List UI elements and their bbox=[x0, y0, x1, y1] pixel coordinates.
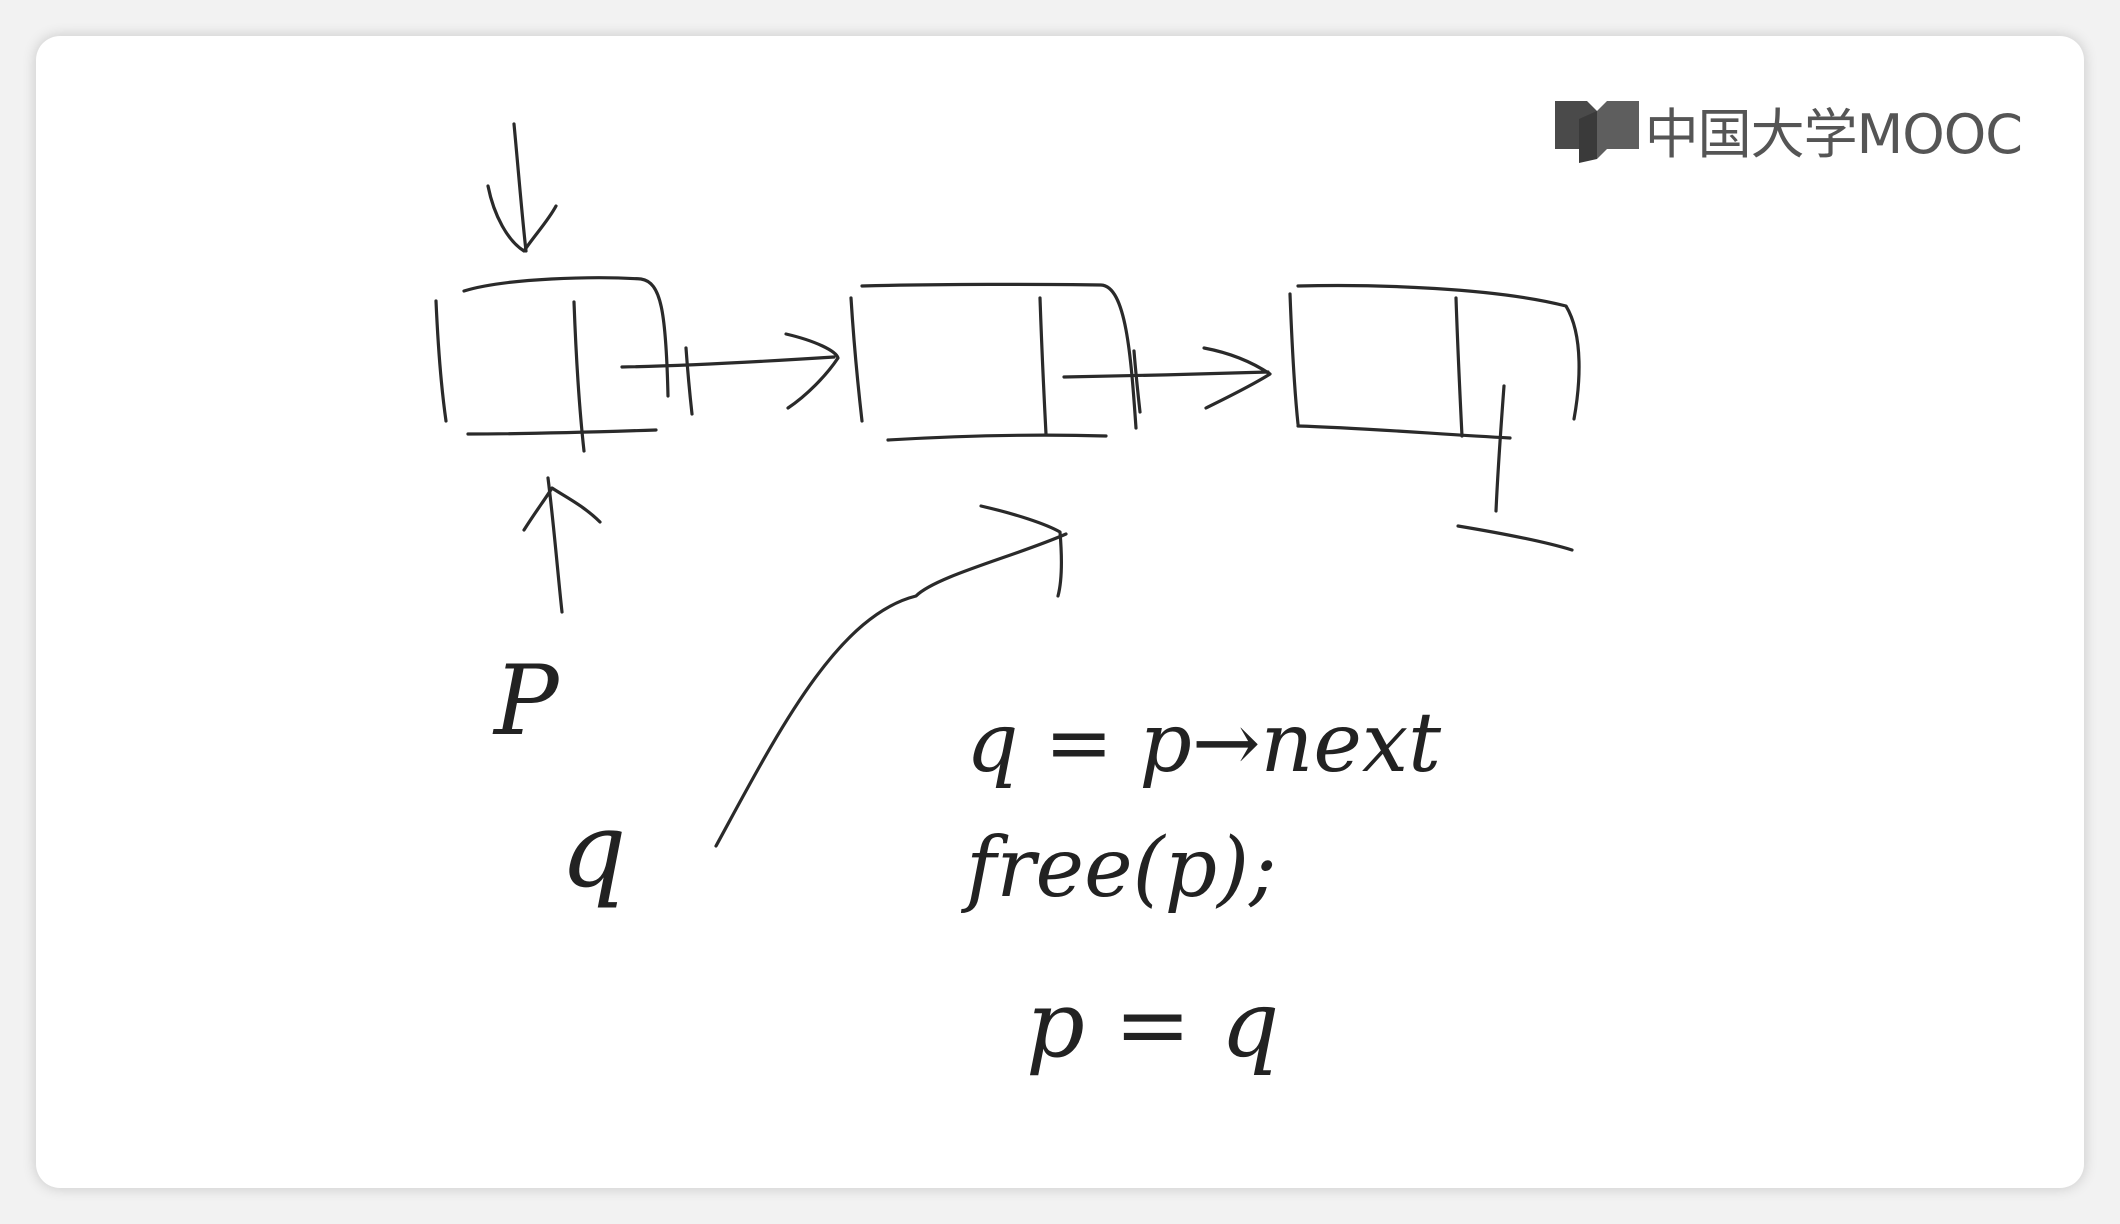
pointer-q-label: q bbox=[560, 789, 627, 911]
brand-name: 中国大学MOOC bbox=[1644, 103, 2023, 166]
p-arrow bbox=[522, 476, 602, 614]
linked-list-diagram: P q q = p→next free(p); p = q bbox=[434, 122, 1581, 1078]
null-ground-symbol bbox=[1456, 384, 1574, 552]
code-line-3: p = q bbox=[1026, 971, 1279, 1078]
code-line-1: q = p→next bbox=[966, 696, 1442, 791]
head-arrow bbox=[486, 122, 558, 253]
node-2 bbox=[849, 282, 1138, 442]
open-book-icon bbox=[1554, 100, 1639, 163]
next-arrow-2 bbox=[1062, 346, 1272, 414]
code-line-2: free(p); bbox=[960, 821, 1277, 916]
node-3 bbox=[1288, 283, 1581, 440]
node-1 bbox=[434, 276, 670, 453]
brand-logo: 中国大学MOOC bbox=[1554, 90, 2023, 169]
q-arrow bbox=[714, 504, 1068, 848]
pointer-p-label: P bbox=[492, 645, 560, 757]
whiteboard-frame: P q q = p→next free(p); p = q 中国大学MOOC bbox=[36, 36, 2084, 1188]
next-arrow-1 bbox=[620, 332, 840, 416]
